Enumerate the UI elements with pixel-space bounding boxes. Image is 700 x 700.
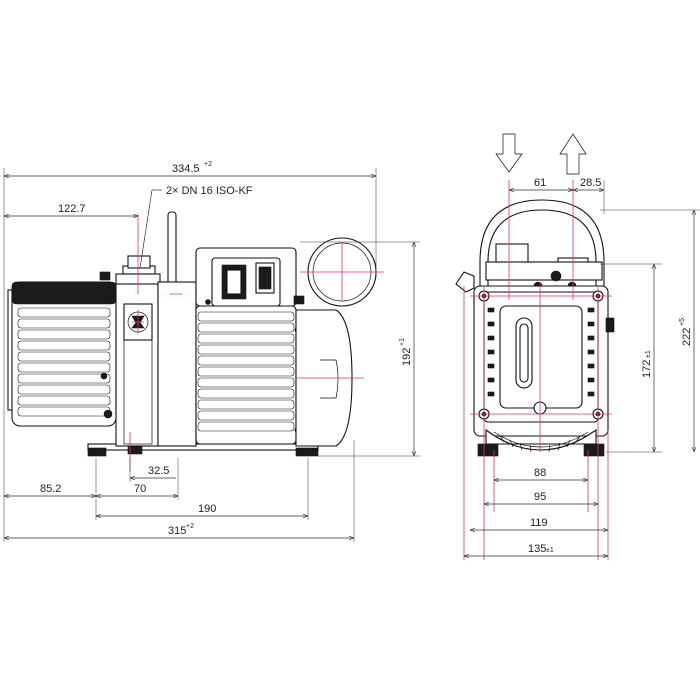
dim-inlet-offset: 61 (534, 177, 546, 189)
dim-height-tol: +1 (399, 338, 406, 346)
foot-rear (295, 447, 319, 457)
side-view-dimensions: 334.5 +2 2× DN 16 ISO-KF 122.7 192 +1 32… (3, 161, 420, 542)
dim-mount-height: 172 (641, 360, 653, 378)
foot-front (87, 447, 107, 457)
dim-overall-length: 334.5 (172, 163, 200, 175)
end-view-dimensions: 61 28.5 172 ±1 222 +5 88 95 119 135 ±1 (464, 177, 700, 556)
dim-foot-spacing: 190 (198, 503, 216, 515)
dim-base-length: 315 (168, 525, 186, 537)
dim-foot-spacing-front: 70 (134, 483, 146, 495)
dim-foot-width-outer: 95 (534, 491, 546, 503)
side-view (7, 211, 384, 472)
dim-base-length-tol: +2 (186, 523, 194, 530)
dim-body-width: 119 (530, 517, 548, 529)
dim-overall-width: 135 (528, 543, 546, 555)
dim-overall-length-tol: +2 (204, 161, 212, 168)
arrow-down-icon (495, 133, 523, 173)
dim-overall-height: 222 (681, 328, 693, 346)
motor (157, 237, 377, 447)
dim-overall-width-tol: ±1 (546, 547, 554, 554)
dim-outlet-offset: 28.5 (580, 177, 601, 189)
dim-foot-offset: 32.5 (148, 465, 169, 477)
pump-block (115, 281, 159, 447)
front-cover (7, 271, 117, 427)
dim-front-overhang: 85.2 (40, 483, 61, 495)
flange-label: 2× DN 16 ISO-KF (166, 185, 253, 197)
dim-height: 192 (401, 348, 413, 366)
end-view (455, 133, 615, 560)
arrow-up-icon (559, 133, 587, 175)
dim-overall-height-tol: +5 (679, 318, 686, 326)
dim-flange-offset: 122.7 (58, 203, 86, 215)
dim-mount-height-tol: ±1 (645, 350, 652, 358)
dim-foot-width-inner: 88 (534, 467, 546, 479)
